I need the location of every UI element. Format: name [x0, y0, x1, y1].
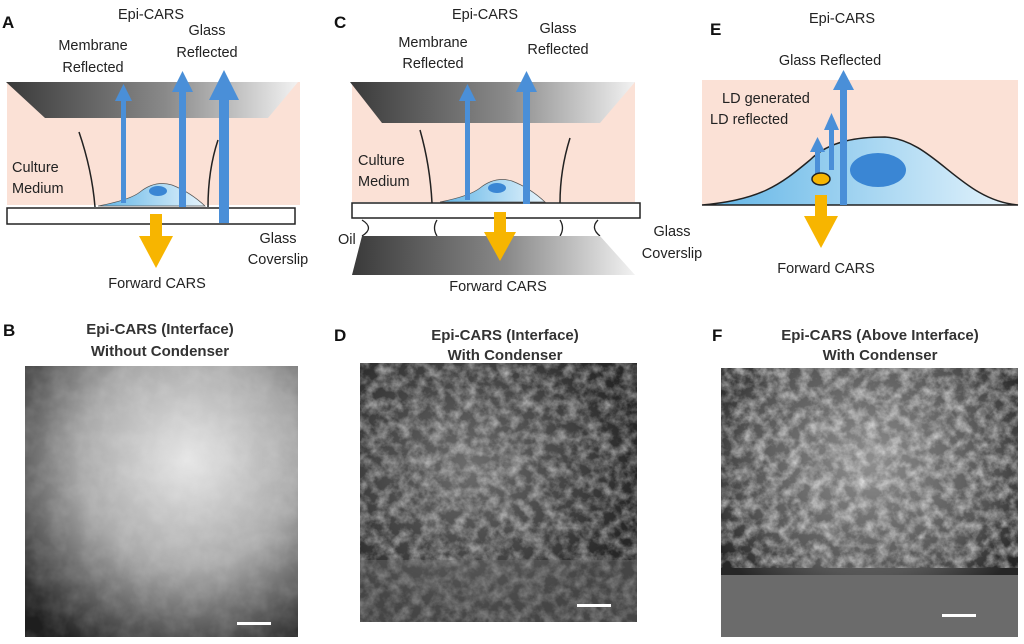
forward-cars-label: Forward CARS — [777, 261, 875, 277]
epi-arrows — [459, 71, 537, 204]
membrane-reflected-label: Membrane — [58, 38, 127, 54]
culture-medium-label: Culture — [12, 160, 59, 176]
epi-cars-label: Epi-CARS — [809, 11, 875, 27]
objective-lens — [350, 82, 635, 123]
panel-label-d: D — [334, 326, 346, 345]
micrograph-texture — [721, 368, 1018, 568]
forward-cars-label: Forward CARS — [108, 276, 206, 292]
medium-boundary-right — [559, 137, 571, 204]
ld-reflected-label: LD reflected — [710, 112, 788, 128]
scale-bar — [237, 622, 271, 625]
scale-bar — [577, 604, 611, 607]
panel-c-diagram: C Epi-CARS Membrane Reflected Glass Refl… — [334, 7, 702, 295]
glass-coverslip-label: Coverslip — [642, 246, 702, 262]
lipid-droplet-icon — [811, 172, 831, 186]
membrane-reflected-label: Reflected — [402, 56, 463, 72]
scale-bar — [942, 614, 976, 617]
glass-reflected-label: Glass Reflected — [779, 53, 881, 69]
glass-coverslip-label: Glass — [653, 224, 690, 240]
glass-coverslip-label: Coverslip — [248, 252, 308, 268]
micrograph-texture — [360, 363, 637, 622]
forward-arrow — [804, 195, 838, 248]
glass-reflected-label: Reflected — [527, 42, 588, 58]
condenser-lens — [352, 236, 635, 275]
medium-boundary-right — [207, 139, 219, 208]
glass-reflected-label: Reflected — [176, 45, 237, 61]
objective-lens — [6, 82, 298, 118]
oil-immersion — [361, 219, 601, 237]
forward-arrow — [139, 214, 173, 268]
panel-label-f: F — [712, 326, 722, 345]
ld-generated-label: LD generated — [722, 91, 810, 107]
culture-medium-label: Culture — [358, 153, 405, 169]
panel-title: Epi-CARS (Interface) — [431, 327, 579, 344]
nucleus-icon — [488, 183, 506, 193]
panel-f-image: F Epi-CARS (Above Interface) With Conden… — [712, 326, 1018, 637]
panel-title: With Condenser — [448, 347, 563, 364]
micrograph-background — [360, 560, 637, 622]
epi-arrows — [810, 70, 854, 205]
micrograph-background — [721, 575, 1018, 637]
panel-d-image: D Epi-CARS (Interface) With Condenser — [334, 326, 637, 622]
panel-e-diagram: E Epi-CARS Glass Reflected LD generated … — [701, 11, 1019, 277]
micrograph-texture — [25, 366, 298, 637]
panel-label-a: A — [2, 13, 14, 32]
panel-label-c: C — [334, 13, 346, 32]
panel-title: Without Condenser — [91, 343, 229, 360]
glass-reflected-label: Glass — [539, 21, 576, 37]
epi-cars-label: Epi-CARS — [452, 7, 518, 23]
glass-reflected-label: Glass — [188, 23, 225, 39]
forward-cars-label: Forward CARS — [449, 279, 547, 295]
culture-medium-label: Medium — [358, 174, 410, 190]
glass-coverslip-label: Glass — [259, 231, 296, 247]
panel-label-b: B — [3, 321, 15, 340]
nucleus-icon — [850, 153, 906, 187]
panel-title: With Condenser — [823, 347, 938, 364]
medium-boundary-left — [419, 129, 433, 204]
panel-title: Epi-CARS (Above Interface) — [781, 327, 979, 344]
culture-medium-label: Medium — [12, 181, 64, 197]
panel-label-e: E — [710, 20, 721, 39]
forward-arrow — [484, 212, 516, 261]
panel-title: Epi-CARS (Interface) — [86, 321, 234, 338]
epi-arrows — [115, 70, 239, 223]
membrane-reflected-label: Reflected — [62, 60, 123, 76]
membrane-reflected-label: Membrane — [398, 35, 467, 51]
nucleus-icon — [149, 186, 167, 196]
medium-boundary-left — [78, 131, 96, 208]
panel-b-image: B Epi-CARS (Interface) Without Condenser — [3, 321, 298, 637]
panel-a-diagram: A Epi-CARS Membrane Reflected Glass Refl… — [2, 7, 308, 292]
oil-label: Oil — [338, 232, 356, 248]
epi-cars-label: Epi-CARS — [118, 7, 184, 23]
